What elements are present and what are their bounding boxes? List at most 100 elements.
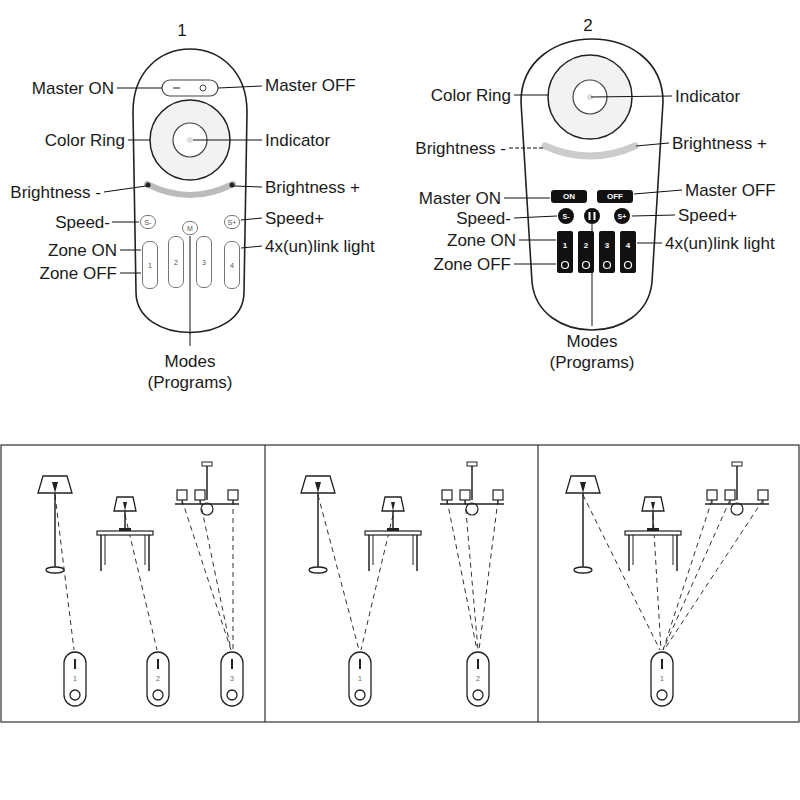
button-text: 2	[174, 259, 178, 266]
callout-label: 4x(un)link light	[265, 236, 375, 257]
callout-label: Zone OFF	[40, 263, 117, 284]
link-lines	[55, 495, 763, 650]
button-text: S+	[618, 213, 627, 220]
callout-label: Zone OFF	[434, 254, 511, 275]
button-mark	[594, 212, 596, 220]
callout-label: Speed-	[456, 208, 511, 229]
remote-button: 3	[196, 236, 212, 288]
callout-label: Indicator	[675, 86, 740, 107]
callout-label: Color Ring	[45, 130, 125, 151]
remote-button: 3	[599, 234, 615, 256]
table-lamp	[97, 497, 153, 571]
button-text: 4	[626, 241, 630, 250]
zone-buttons	[557, 231, 636, 273]
button-text: M	[187, 225, 193, 232]
remote-number: 1	[177, 20, 186, 41]
remote-button: S+	[614, 208, 630, 224]
callout-label: Modes (Programs)	[145, 351, 235, 393]
remote-1	[104, 49, 262, 346]
callout-label: Master ON	[32, 78, 114, 99]
zone-number: 1	[358, 675, 362, 683]
zone-number: 2	[156, 675, 160, 683]
table-lamp	[365, 497, 421, 571]
callout-label: Indicator	[265, 130, 330, 151]
callout-label: Brightness -	[415, 138, 506, 159]
mini-remote	[349, 652, 371, 706]
remote-button: 4	[620, 234, 636, 256]
mode-button	[584, 208, 600, 224]
panel-frames	[1, 445, 799, 722]
button-text: ON	[563, 192, 575, 201]
remote-button: 2	[168, 236, 184, 288]
button-mark	[200, 85, 206, 91]
callout-label: Brightness -	[10, 182, 101, 203]
floor-lamp	[38, 476, 72, 573]
remote-2	[504, 39, 682, 330]
button-text: 3	[202, 259, 206, 266]
remote-button: S-	[558, 208, 574, 224]
callout-label: Color Ring	[431, 85, 511, 106]
remote-number: 2	[583, 15, 592, 36]
remote-button: 1	[142, 241, 158, 289]
mini-remote	[64, 652, 86, 706]
floor-lamp	[301, 476, 335, 573]
mini-remote	[147, 652, 169, 706]
mini-remote	[221, 652, 243, 706]
slider-dot	[146, 183, 151, 188]
button-text: 3	[605, 241, 609, 250]
callout-label: Speed-	[55, 212, 110, 233]
remote-body	[521, 39, 663, 330]
remote-button: OFF	[597, 190, 633, 203]
callout-label: Speed+	[265, 208, 324, 229]
button-text: 2	[584, 241, 588, 250]
button-text: 4	[230, 262, 234, 269]
indicator	[187, 137, 193, 143]
mini-remotes	[64, 652, 673, 706]
table-lamp	[625, 497, 681, 571]
leader-lines	[504, 95, 682, 326]
callout-label: Master OFF	[265, 75, 356, 96]
zone-number: 3	[230, 675, 234, 683]
callout-label: Speed+	[678, 205, 737, 226]
remote-button: 2	[578, 234, 594, 256]
floor-lamp	[566, 476, 600, 573]
callout-label: Brightness +	[265, 177, 360, 198]
remote-button: S+	[224, 215, 240, 229]
zone-number: 1	[660, 675, 664, 683]
chandelier	[705, 462, 769, 515]
button-mark	[589, 212, 591, 220]
callout-label: Zone ON	[447, 230, 516, 251]
remote-button: S-	[140, 215, 156, 229]
callout-label: Modes (Programs)	[547, 331, 637, 373]
zone-number: 2	[476, 675, 480, 683]
button-mark	[173, 87, 180, 88]
brightness-slider	[545, 146, 635, 156]
callout-label: Master OFF	[685, 180, 776, 201]
remote-button: ON	[551, 190, 587, 203]
remote-button: M	[182, 221, 198, 235]
callout-label: Zone ON	[48, 240, 117, 261]
mini-remote	[651, 652, 673, 706]
callout-label: 4x(un)link light	[665, 233, 775, 254]
remote-button: 4	[224, 241, 240, 289]
brightness-slider	[147, 184, 233, 195]
button-text: S-	[563, 213, 570, 220]
button-text: 1	[148, 262, 152, 269]
leader-lines	[104, 86, 262, 346]
button-text: S-	[145, 219, 152, 226]
lamps	[38, 462, 769, 573]
button-text: OFF	[607, 192, 623, 201]
remote-button: 1	[557, 234, 573, 256]
master-button	[162, 80, 218, 96]
chandelier	[440, 462, 504, 515]
button-text: 1	[563, 241, 567, 250]
callout-label: Master ON	[419, 188, 501, 209]
zone-number: 1	[73, 675, 77, 683]
chandelier	[175, 462, 239, 515]
slider-dot	[230, 183, 235, 188]
mini-remote	[467, 652, 489, 706]
button-text: S+	[228, 219, 237, 226]
callout-label: Brightness +	[672, 133, 767, 154]
